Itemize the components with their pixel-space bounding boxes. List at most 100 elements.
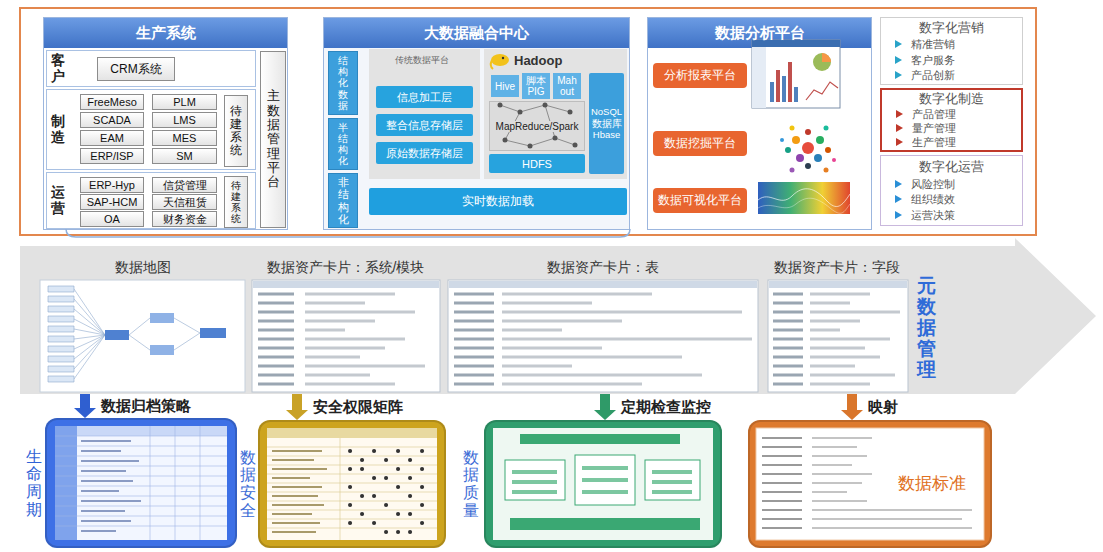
system-box: ERP-Hyp bbox=[80, 177, 144, 193]
security-matrix-screenshot bbox=[272, 451, 327, 532]
table-card-thumbnail bbox=[448, 280, 758, 392]
field-card-thumbnail bbox=[768, 280, 908, 392]
edge-label: 映射 bbox=[868, 398, 898, 417]
layer-box: 信息加工层 bbox=[376, 86, 473, 108]
pending-box: 待建系统 bbox=[224, 176, 248, 228]
data-map-thumbnail bbox=[105, 330, 129, 340]
mining-cluster bbox=[824, 168, 829, 173]
bullet-text: 产品管理 bbox=[912, 107, 956, 121]
bullet-marker bbox=[895, 56, 902, 64]
system-box: CRM系统 bbox=[97, 57, 175, 81]
storage-box: HDFS bbox=[489, 154, 585, 173]
system-panel: 生产系统客户CRM系统制造FreeMesoPLMSCADALMSEAMMESER… bbox=[43, 17, 288, 230]
system-name: MES bbox=[173, 132, 197, 144]
standard-screenshot bbox=[756, 428, 984, 540]
table-card-thumbnail bbox=[449, 281, 757, 288]
bullet-row: 组织绩效 bbox=[881, 192, 1022, 206]
quality-flow-screenshot bbox=[493, 428, 713, 540]
box-label: 待建系统 bbox=[230, 105, 242, 158]
button-label: 数据可视化平台 bbox=[658, 192, 742, 209]
tool-label: NoSQL 数据库 Hbase bbox=[589, 106, 624, 140]
report-screenshot bbox=[770, 82, 774, 102]
system-box: PLM bbox=[152, 94, 217, 110]
system-box: LMS bbox=[152, 112, 217, 128]
system-box: SM bbox=[152, 148, 217, 164]
business-box: 数字化制造产品管理量产管理生产管理 bbox=[880, 88, 1023, 152]
mapreduce-network bbox=[568, 110, 573, 115]
card-heading: 数据资产卡片：系统/模块 bbox=[238, 258, 453, 276]
archive-table-screenshot bbox=[55, 426, 227, 540]
report-screenshot bbox=[822, 53, 831, 62]
flow-arrow bbox=[594, 394, 616, 420]
system-name: OA bbox=[104, 213, 120, 225]
platform-button: 分析报表平台 bbox=[653, 63, 747, 88]
panel-title: 生产系统 bbox=[136, 24, 196, 43]
governance-label: 数据安全 bbox=[240, 449, 256, 519]
bullet-text: 生产管理 bbox=[912, 135, 956, 149]
mining-cluster bbox=[805, 163, 811, 169]
band-arrow bbox=[20, 238, 1096, 394]
bullet-row: 运营决策 bbox=[881, 208, 1022, 222]
system-box: SCADA bbox=[80, 112, 144, 128]
category-section: 制造FreeMesoPLMSCADALMSEAMMESERP/ISPSM待建系统 bbox=[46, 89, 256, 170]
report-screenshot bbox=[752, 40, 840, 47]
panel-header: 生产系统 bbox=[44, 18, 287, 48]
system-name: 信贷管理 bbox=[163, 178, 207, 193]
report-screenshot bbox=[752, 40, 840, 108]
field-card-thumbnail bbox=[810, 294, 900, 384]
band-label: 元数据管理 bbox=[917, 276, 936, 380]
security-matrix-screenshot bbox=[267, 428, 437, 438]
hadoop-logo bbox=[502, 57, 504, 59]
label-holder: 生命周期 bbox=[22, 418, 45, 548]
pending-box: 待建系统 bbox=[224, 95, 248, 167]
category-section: 客户CRM系统 bbox=[46, 50, 256, 87]
governance-label: 生命周期 bbox=[26, 448, 42, 518]
flow-arrow bbox=[286, 394, 308, 420]
box-label: 结构化数据 bbox=[338, 55, 348, 111]
data-map-thumbnail bbox=[150, 345, 174, 355]
area-label: Hadoop bbox=[484, 49, 627, 68]
hadoop-area: HadoopHive脚本 PIGMahoutMapReduce/SparkHDF… bbox=[484, 49, 627, 179]
hadoop-logo bbox=[491, 60, 493, 69]
label-holder: 制造 bbox=[51, 90, 65, 169]
field-card-thumbnail bbox=[769, 281, 907, 288]
card-heading: 数据地图 bbox=[30, 258, 255, 276]
mining-cluster bbox=[796, 154, 804, 162]
bullet-marker bbox=[895, 71, 902, 79]
tool-box: Mahout bbox=[553, 73, 581, 99]
system-card-thumbnail bbox=[253, 281, 439, 288]
table-card-thumbnail bbox=[502, 294, 752, 384]
governance-label: 数据质量 bbox=[463, 449, 479, 519]
edge-label: 安全权限矩阵 bbox=[313, 398, 403, 417]
mapreduce-network bbox=[543, 103, 548, 108]
bullet-row: 产品创新 bbox=[881, 68, 1022, 82]
bullet-text: 风险控制 bbox=[911, 177, 955, 191]
report-screenshot bbox=[806, 82, 838, 100]
security-matrix-screenshot bbox=[267, 428, 437, 540]
mapreduce-network bbox=[498, 103, 503, 108]
system-card-thumbnail bbox=[252, 280, 440, 392]
system-name: LMS bbox=[173, 114, 196, 126]
mining-cluster bbox=[802, 142, 814, 154]
label-holder: 数据地图 bbox=[30, 258, 255, 276]
bracket bbox=[66, 229, 630, 237]
mapreduce-network bbox=[503, 138, 508, 143]
box-label: 主数据管理平台 bbox=[267, 89, 280, 189]
mapreduce-network bbox=[498, 103, 578, 149]
layer-label: HDFS bbox=[522, 158, 552, 170]
layer-label: 原始数据存储层 bbox=[386, 146, 463, 161]
system-name: CRM系统 bbox=[110, 61, 161, 78]
system-name: ERP/ISP bbox=[90, 150, 133, 162]
business-box: 数字化运营风险控制组织绩效运营决策 bbox=[880, 155, 1023, 226]
system-name: 天信租赁 bbox=[163, 195, 207, 210]
tool-label: Hive bbox=[495, 81, 515, 92]
outer-frame bbox=[20, 8, 1036, 235]
area-label: 传统数据平台 bbox=[369, 49, 480, 67]
report-screenshot bbox=[794, 87, 798, 102]
label-holder: 映射 bbox=[868, 398, 898, 417]
data-map-thumbnail bbox=[200, 328, 226, 338]
standard-screenshot bbox=[756, 428, 984, 540]
system-card-thumbnail bbox=[252, 280, 440, 392]
